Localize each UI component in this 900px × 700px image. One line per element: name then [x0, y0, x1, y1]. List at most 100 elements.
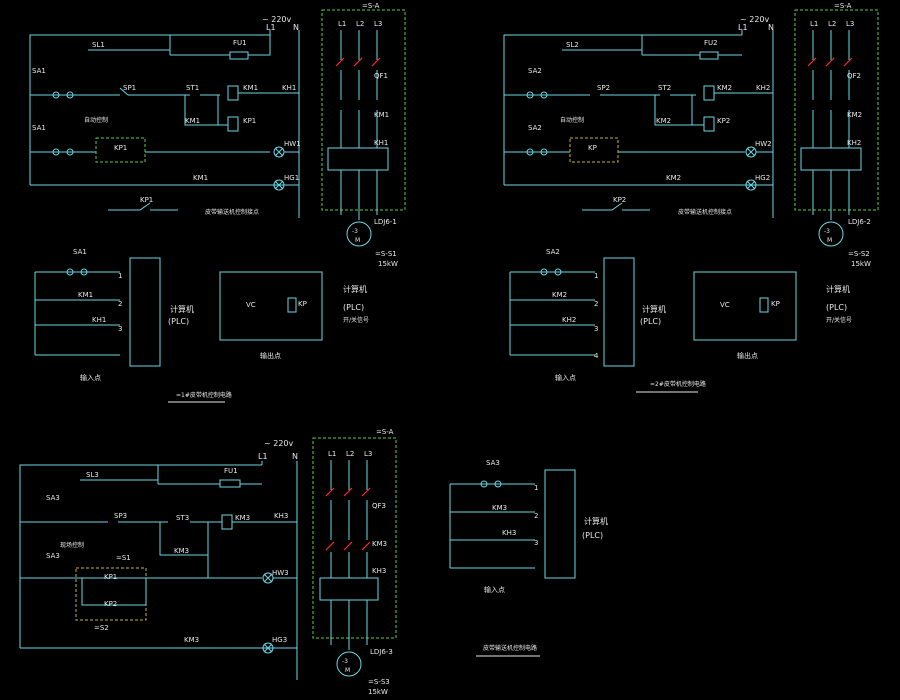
svg-text:ST2: ST2	[658, 84, 671, 92]
l1-label: L1	[266, 23, 276, 32]
svg-text:=S-A: =S-A	[376, 428, 394, 436]
output-box	[219, 271, 323, 341]
svg-text:计算机: 计算机	[584, 516, 608, 526]
sl-line	[88, 35, 230, 56]
hg-label: HG1	[284, 174, 299, 182]
sa-label-2: SA1	[32, 124, 46, 132]
svg-text:输入点: 输入点	[555, 373, 576, 382]
svg-text:3: 3	[118, 325, 122, 333]
km-coil-label: KM1	[243, 84, 258, 92]
svg-text:-3: -3	[352, 228, 358, 235]
svg-text:KP1: KP1	[104, 573, 117, 581]
svg-text:输入点: 输入点	[484, 585, 505, 594]
svg-text:KH2: KH2	[847, 139, 861, 147]
svg-text:计算机: 计算机	[642, 304, 666, 314]
svg-text:L1: L1	[738, 23, 748, 32]
plc-label: (PLC)	[168, 317, 189, 326]
svg-text:LDJ6-3: LDJ6-3	[370, 648, 393, 656]
kh-power-label: KH1	[374, 139, 388, 147]
svg-text:=S-S3: =S-S3	[368, 678, 390, 686]
svg-text:3: 3	[594, 325, 598, 333]
out-plc: (PLC)	[343, 303, 364, 312]
svg-text:KM2: KM2	[666, 174, 681, 182]
svg-text:SA2: SA2	[546, 248, 560, 256]
supply-rails	[29, 30, 300, 218]
svg-text:SA2: SA2	[528, 67, 542, 75]
kp-label: KP1	[114, 144, 127, 152]
svg-text:KM3: KM3	[235, 514, 250, 522]
svg-text:2: 2	[118, 300, 122, 308]
svg-text:KM3: KM3	[184, 636, 199, 644]
svg-text:SL3: SL3	[86, 471, 99, 479]
l-1: L1	[338, 20, 346, 28]
station: =S-S1	[375, 250, 397, 258]
svg-text:SP2: SP2	[597, 84, 610, 92]
svg-text:L1: L1	[258, 452, 268, 461]
svg-text:15kW: 15kW	[851, 260, 871, 268]
svg-text:SA3: SA3	[46, 552, 60, 560]
svg-text:KH3: KH3	[274, 512, 288, 520]
sa-label: SA1	[32, 67, 46, 75]
svg-text:L1: L1	[328, 450, 336, 458]
svg-text:KM2: KM2	[552, 291, 567, 299]
svg-text:HW3: HW3	[272, 569, 289, 577]
svg-text:SA3: SA3	[46, 494, 60, 502]
km-power-label: KM1	[374, 111, 389, 119]
svg-text:4: 4	[594, 352, 599, 360]
svg-text:FU1: FU1	[224, 467, 238, 475]
svg-text:QF3: QF3	[372, 502, 386, 510]
svg-text:2: 2	[534, 512, 538, 520]
plc-box	[129, 257, 161, 367]
box-label: =S-A	[362, 2, 380, 10]
svg-text:2: 2	[594, 300, 598, 308]
svg-text:SA3: SA3	[486, 459, 500, 467]
svg-text:SL2: SL2	[566, 41, 579, 49]
svg-text:KH2: KH2	[562, 316, 576, 324]
auto-label: 自动控制	[84, 116, 108, 124]
io-km: KM1	[78, 291, 93, 299]
io-3: SA3 KM3 KH3 1 2 3 计算机 (PLC) 输入点 皮带输送机控制电…	[449, 459, 608, 657]
svg-text:1: 1	[118, 272, 122, 280]
panel-2-power: =S-A L1 L2 L3 QF2 KM2 KH2 -3 M LDJ6-2 =S…	[794, 2, 879, 268]
thermal-relay	[327, 147, 389, 171]
out-computer: 计算机	[343, 284, 367, 294]
svg-text:L2: L2	[828, 20, 836, 28]
svg-text:皮带输送机控制接点: 皮带输送机控制接点	[678, 208, 732, 216]
panel-3-power: =S-A L1 L2 L3 QF3 KM3 KH3 -3 M LDJ6-3 =S…	[312, 428, 397, 696]
sp-label: SP1	[123, 84, 136, 92]
svg-text:KP: KP	[588, 144, 597, 152]
svg-text:QF2: QF2	[847, 72, 861, 80]
svg-text:ST3: ST3	[176, 514, 189, 522]
svg-text:~ 220v: ~ 220v	[264, 439, 294, 448]
io-2: SA2 KM2 KH2 1 2 3 4 计算机 (PLC) 输入点 VC KP …	[509, 248, 852, 393]
svg-text:HG3: HG3	[272, 636, 287, 644]
hg-lamp	[273, 179, 285, 191]
out-signal: 开/关信号	[343, 316, 369, 324]
svg-text:N: N	[768, 23, 774, 32]
svg-text:1: 1	[594, 272, 598, 280]
svg-text:KM3: KM3	[372, 540, 387, 548]
output-points: 输出点	[260, 351, 281, 360]
fuse-symbol	[229, 51, 249, 60]
km-row-label: KM1	[193, 174, 208, 182]
st-label: ST1	[186, 84, 199, 92]
io1-caption: =1#皮带机控制电路	[176, 391, 232, 399]
svg-text:-3: -3	[824, 228, 830, 235]
kp-coil-label: KP1	[243, 117, 256, 125]
svg-text:KH3: KH3	[502, 529, 516, 537]
svg-text:皮带输送机控制电路: 皮带输送机控制电路	[483, 644, 537, 652]
io-sa: SA1	[73, 248, 87, 256]
panel-3-control: ~ 220v L1 N SL3 FU1 SA3 SP3 ST3 KM3 KH3 …	[19, 439, 298, 680]
input-points: 输入点	[80, 373, 101, 382]
svg-text:M: M	[827, 237, 832, 244]
svg-text:M: M	[355, 237, 360, 244]
svg-text:=S2: =S2	[94, 624, 109, 632]
svg-text:自动控制: 自动控制	[560, 116, 584, 124]
svg-text:KM2: KM2	[847, 111, 862, 119]
svg-text:KM3: KM3	[492, 504, 507, 512]
svg-text:=S-A: =S-A	[834, 2, 852, 10]
svg-text:KP2: KP2	[717, 117, 730, 125]
auto-box	[95, 137, 146, 163]
svg-text:=S-S2: =S-S2	[848, 250, 870, 258]
kp-contact-label: KP1	[140, 196, 153, 204]
